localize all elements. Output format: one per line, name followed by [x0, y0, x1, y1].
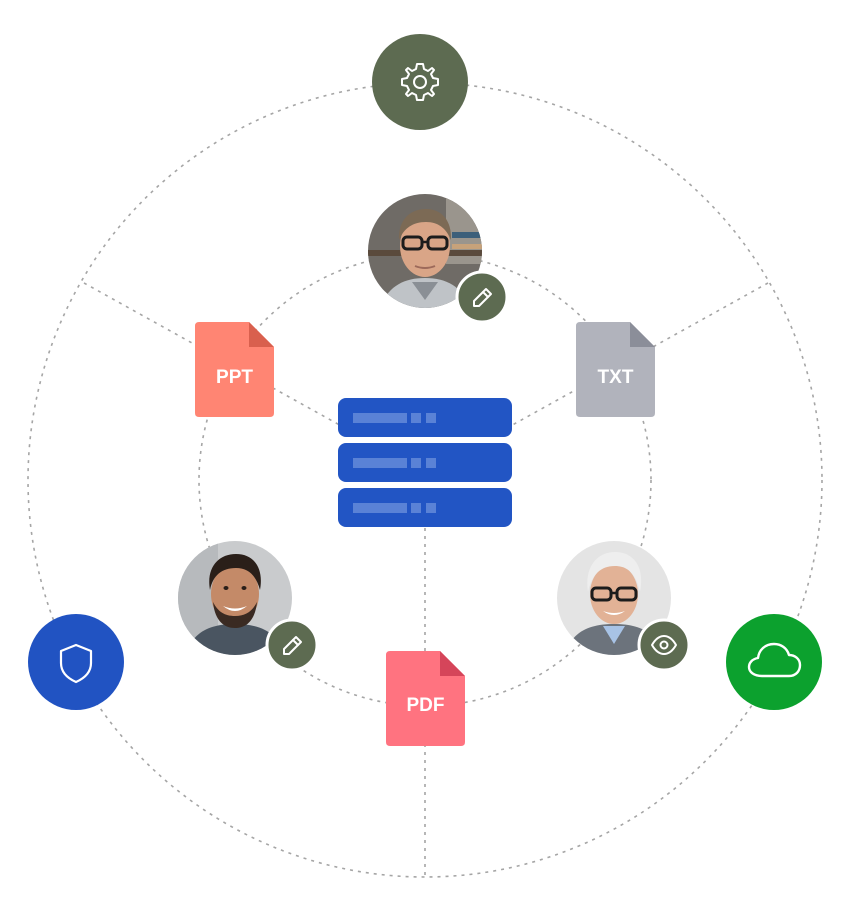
ppt-file-label: PPT: [216, 367, 253, 388]
txt-file[interactable]: TXT: [576, 322, 655, 417]
user-left[interactable]: [178, 541, 319, 672]
cloud-node[interactable]: [726, 614, 822, 710]
avatar: [178, 541, 292, 655]
security-node[interactable]: [28, 614, 124, 710]
gear-icon: [401, 63, 439, 101]
edit-permission-badge[interactable]: [265, 618, 319, 672]
server-unit-1: [338, 398, 512, 437]
server-unit-2: [338, 443, 512, 482]
pdf-file[interactable]: PDF: [386, 651, 465, 746]
server-stack-icon: [338, 398, 512, 527]
cloud-icon: [747, 642, 802, 678]
pdf-file-label: PDF: [407, 695, 445, 716]
avatar: [368, 194, 482, 308]
settings-node[interactable]: [372, 34, 468, 130]
server-unit-3: [338, 488, 512, 527]
pencil-icon: [283, 636, 302, 655]
view-permission-badge[interactable]: [637, 618, 691, 672]
txt-file-label: TXT: [598, 367, 634, 388]
spoke-upper-right: [506, 282, 769, 429]
user-right[interactable]: [557, 541, 691, 672]
eye-icon: [651, 635, 677, 655]
spoke-upper-left: [83, 282, 346, 429]
user-top[interactable]: [368, 194, 509, 324]
shield-icon: [59, 643, 93, 684]
outer-ring: [27, 82, 823, 878]
edit-permission-badge[interactable]: [455, 270, 509, 324]
ppt-file[interactable]: PPT: [195, 322, 274, 417]
pencil-icon: [473, 288, 492, 307]
